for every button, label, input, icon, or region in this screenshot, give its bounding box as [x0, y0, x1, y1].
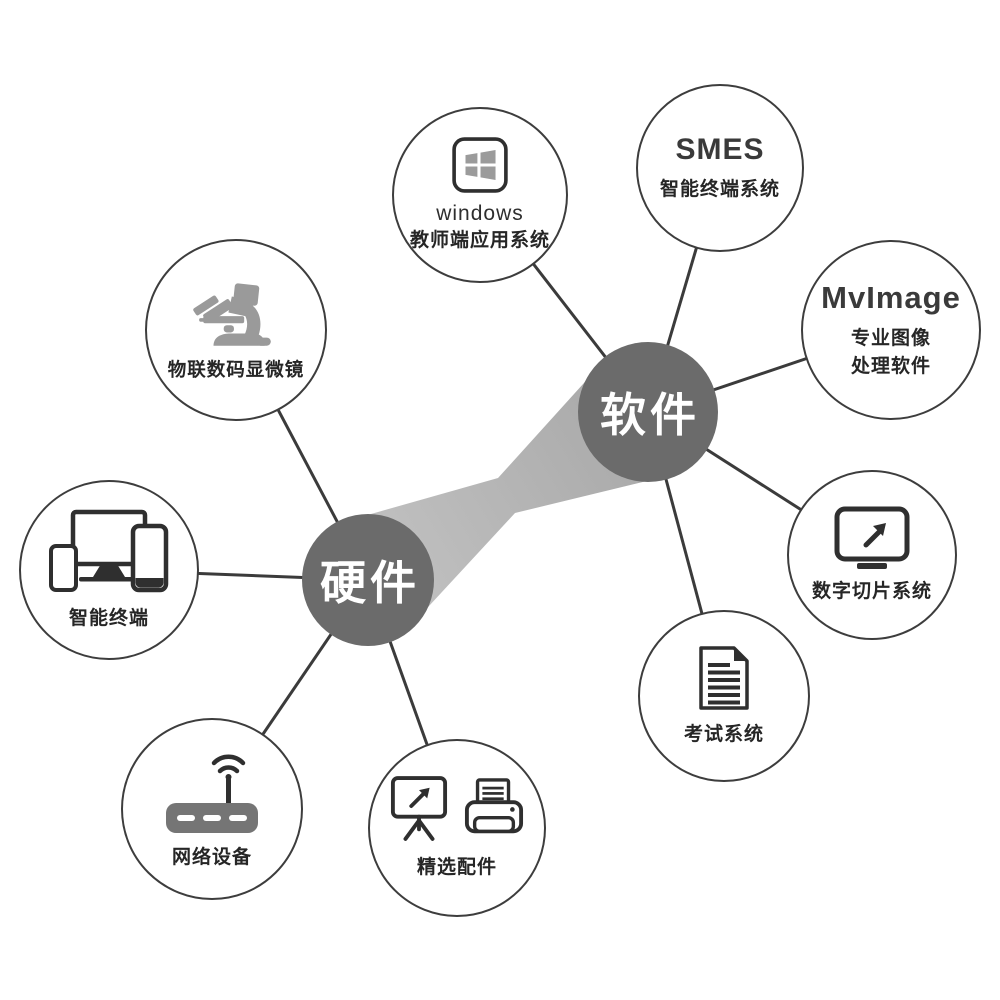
node-label-line1: 专业图像: [850, 328, 931, 350]
hub-hardware: 硬件: [302, 514, 434, 646]
node-accessories: 精选配件: [368, 739, 546, 917]
brand-text: MvImage: [821, 280, 961, 316]
node-label: 数字切片系统: [811, 581, 932, 603]
node-digital-slide-system: 数字切片系统: [787, 470, 957, 640]
node-label-line2: 处理软件: [850, 356, 931, 377]
accessories-icons: [390, 775, 524, 842]
node-label: 教师端应用系统: [409, 230, 550, 252]
brand-text: SMES: [675, 133, 765, 167]
projection-board-icon: [390, 776, 448, 842]
devices-icon: [49, 509, 169, 593]
node-smart-terminal: 智能终端: [19, 480, 199, 660]
node-title: windows: [436, 202, 524, 226]
node-iot-microscope: 物联数码显微镜: [145, 239, 327, 421]
printer-icon: [464, 778, 524, 834]
node-label: 物联数码显微镜: [167, 358, 305, 380]
node-label: 网络设备: [171, 847, 252, 869]
node-windows-teacher-app: windows 教师端应用系统: [392, 107, 568, 283]
document-lines-icon: [699, 646, 749, 710]
node-mvimage: MvImage 专业图像 处理软件: [801, 240, 981, 420]
node-smes: SMES 智能终端系统: [636, 84, 804, 252]
wifi-router-icon: [166, 754, 258, 834]
node-network-device: 网络设备: [121, 718, 303, 900]
hub-software: 软件: [578, 342, 718, 482]
node-exam-system: 考试系统: [638, 610, 810, 782]
monitor-expand-icon: [834, 506, 910, 570]
node-label: 智能终端系统: [659, 179, 780, 201]
hub-software-label: 软件: [600, 389, 700, 441]
node-label: 考试系统: [683, 724, 764, 746]
microscope-icon: [193, 282, 271, 346]
windows-logo-icon: [452, 137, 508, 193]
node-label: 智能终端: [68, 608, 149, 630]
hub-hardware-label: 硬件: [320, 557, 420, 609]
node-label: 精选配件: [416, 857, 497, 879]
